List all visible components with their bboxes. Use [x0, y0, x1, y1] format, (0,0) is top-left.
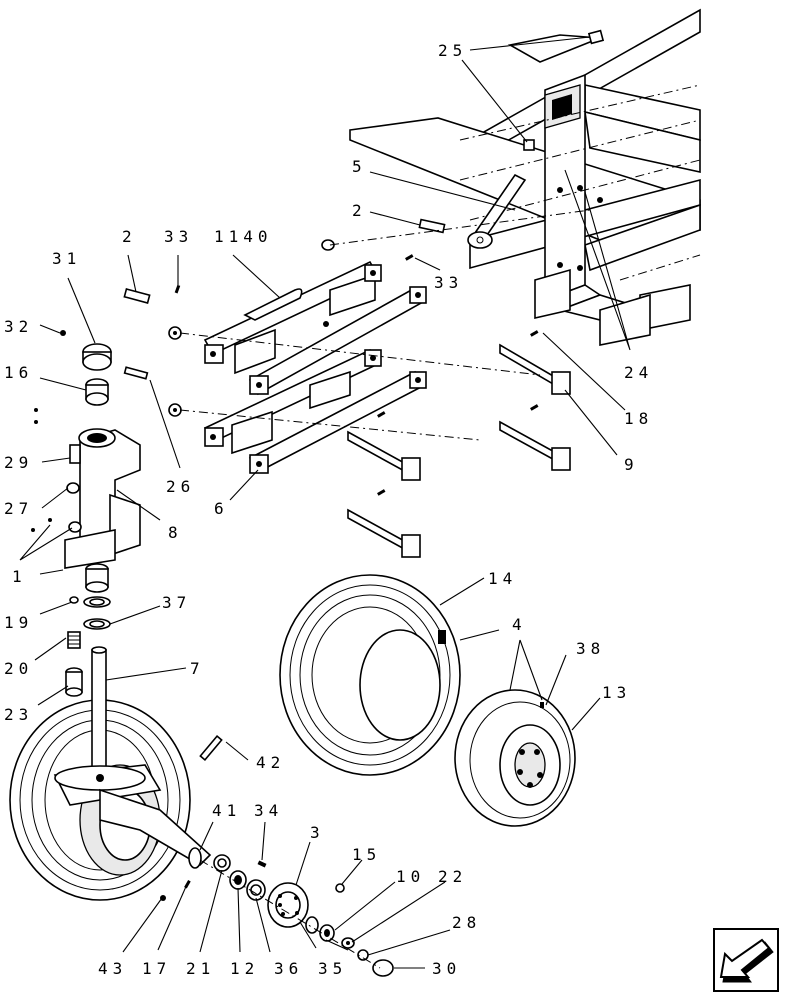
washers-bolts [123, 239, 539, 496]
callout-41: 41 [212, 801, 241, 820]
arrow-down-left-icon [719, 938, 774, 983]
callout-22: 22 [438, 867, 467, 886]
callout-3: 3 [310, 823, 325, 842]
callout-21: 21 [186, 959, 215, 978]
callout-7: 7 [190, 659, 205, 678]
callout-23: 23 [4, 705, 33, 724]
callout-38: 38 [576, 639, 605, 658]
callout-2-upper: 2 [352, 201, 367, 220]
callout-1: 1 [12, 567, 27, 586]
callout-6: 6 [214, 499, 229, 518]
callout-30: 30 [432, 959, 461, 978]
callout-20: 20 [4, 659, 33, 678]
caster-wheel [9, 646, 212, 901]
pin-25 [523, 29, 605, 151]
tire-14 [279, 574, 461, 776]
callout-35: 35 [318, 959, 347, 978]
navigate-back-button[interactable] [713, 928, 779, 992]
callout-29: 29 [4, 453, 33, 472]
callout-19: 19 [4, 613, 33, 632]
callout-27: 27 [4, 499, 33, 518]
callout-8: 8 [168, 523, 183, 542]
callout-16: 16 [4, 363, 33, 382]
callout-26: 26 [166, 477, 195, 496]
callout-9: 9 [624, 455, 639, 474]
callout-34: 34 [254, 801, 283, 820]
callout-13: 13 [602, 683, 631, 702]
parallel-arm-upper [203, 260, 427, 396]
callout-25: 25 [438, 41, 467, 60]
long-pins-9-18 [179, 209, 591, 558]
machine-frame [349, 8, 701, 346]
callout-31: 31 [52, 249, 81, 268]
callout-5: 5 [352, 157, 367, 176]
parallel-arm-lower [203, 348, 427, 474]
callout-15: 15 [352, 845, 381, 864]
pin-2-upper [418, 218, 446, 234]
callout-14: 14 [488, 569, 517, 588]
rim-13 [454, 689, 576, 827]
callout-32: 32 [4, 317, 33, 336]
caster-assembly [31, 330, 149, 697]
callout-17: 17 [142, 959, 171, 978]
leader-lines [19, 36, 631, 969]
callout-12: 12 [230, 959, 259, 978]
callout-33-right: 33 [434, 273, 463, 292]
callout-1140: 1140 [214, 227, 273, 246]
callout-42: 42 [256, 753, 285, 772]
callout-18: 18 [624, 409, 653, 428]
callout-4: 4 [512, 615, 527, 634]
callout-24: 24 [624, 363, 653, 382]
callout-2-left: 2 [122, 227, 137, 246]
callout-28: 28 [452, 913, 481, 932]
callout-43: 43 [98, 959, 127, 978]
callout-33-left: 33 [164, 227, 193, 246]
callout-37: 37 [162, 593, 191, 612]
callout-36: 36 [274, 959, 303, 978]
callout-10: 10 [396, 867, 425, 886]
callout-labels: 25 5 2 1140 33 2 33 31 32 16 26 29 27 8 … [4, 41, 653, 978]
